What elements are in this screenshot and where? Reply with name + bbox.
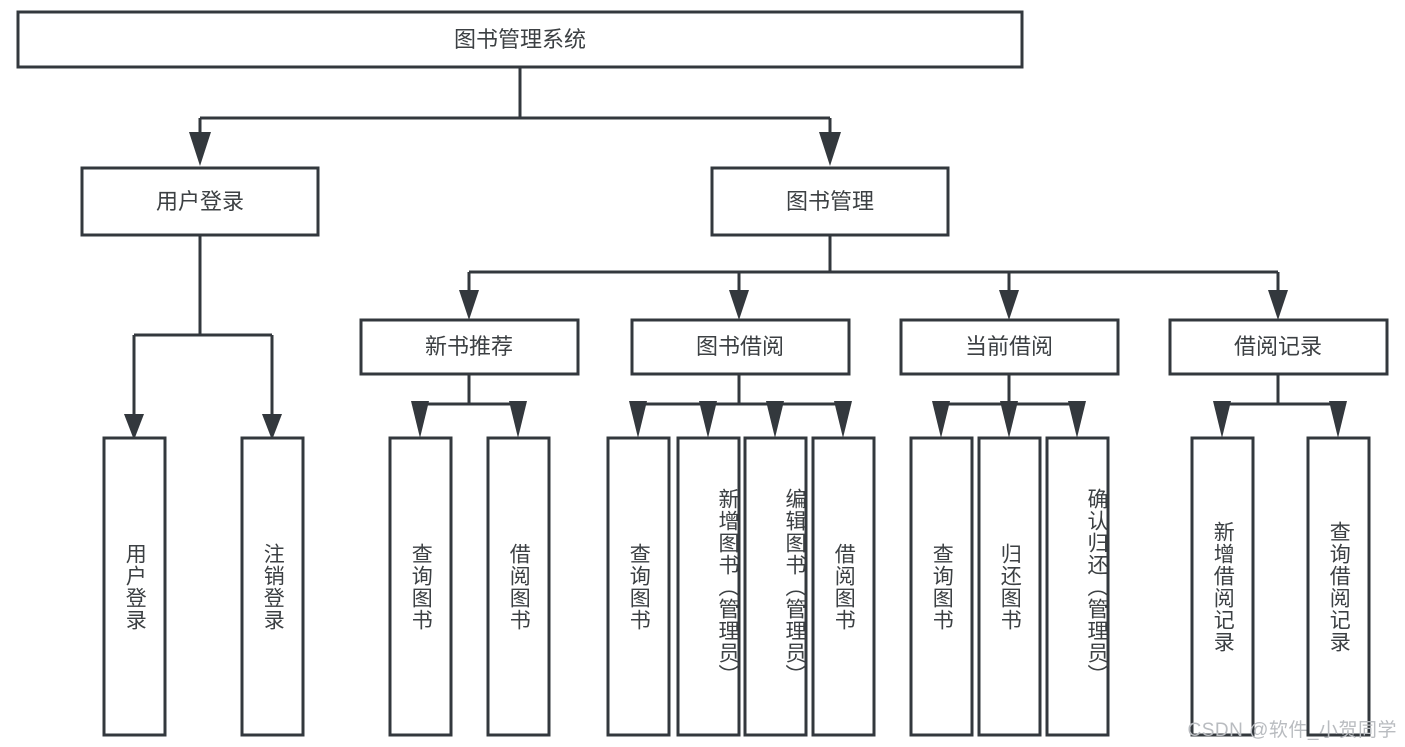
node-borrow-record-box[interactable] <box>1168 318 1389 376</box>
leaf-box-layer <box>102 436 1371 737</box>
arrowhead-leaf-br-query <box>1329 401 1347 438</box>
node-book-borrow[interactable]: 图书借阅 <box>630 318 851 376</box>
arrowhead-leaf-user-login <box>124 414 144 440</box>
arrowhead-leaf-rec-borrow <box>509 401 527 438</box>
arrowhead-current-borrow <box>999 290 1019 320</box>
leaf-cb-confirm-box[interactable] <box>1045 436 1110 737</box>
leaf-cb-query-box[interactable] <box>909 436 974 737</box>
arrowhead-book-manage <box>819 132 841 166</box>
arrowhead-leaf-bb-query <box>629 401 647 438</box>
arrowhead-leaf-bb-edit <box>766 401 784 438</box>
leaf-br-add-box[interactable] <box>1190 436 1255 737</box>
node-new-book-rec-box[interactable] <box>359 318 580 376</box>
arrowhead-leaf-cb-return <box>1000 401 1018 438</box>
leaf-bb-borrow-box[interactable] <box>811 436 876 737</box>
node-new-book-rec[interactable]: 新书推荐 <box>359 318 580 376</box>
node-root-box[interactable] <box>16 10 1024 69</box>
arrowhead-leaf-rec-query <box>411 401 429 438</box>
arrowhead-user-login <box>189 132 211 166</box>
node-book-manage-box[interactable] <box>710 166 950 237</box>
arrowhead-leaf-cb-confirm <box>1068 401 1086 438</box>
leaf-user-login-box[interactable] <box>102 436 167 737</box>
node-root[interactable]: 图书管理系统 <box>16 10 1024 69</box>
node-book-borrow-label: 图书借阅 <box>696 334 784 359</box>
arrowhead-layer <box>124 132 1347 440</box>
arrowhead-book-borrow <box>729 290 749 320</box>
node-current-borrow-box[interactable] <box>899 318 1120 376</box>
leaf-bb-query-box[interactable] <box>606 436 671 737</box>
csdn-watermark: CSDN @软件_小贺同学 <box>1187 720 1397 741</box>
node-borrow-record-label: 借阅记录 <box>1234 334 1322 359</box>
node-current-borrow[interactable]: 当前借阅 <box>899 318 1120 376</box>
node-user-login-label: 用户登录 <box>156 189 244 214</box>
arrowhead-new-book-rec <box>459 290 479 320</box>
leaf-br-query-box[interactable] <box>1306 436 1371 737</box>
arrowhead-borrow-record <box>1268 290 1288 320</box>
node-user-login-box[interactable] <box>80 166 320 237</box>
node-book-manage-label: 图书管理 <box>786 189 874 214</box>
arrowhead-leaf-cb-query <box>932 401 950 438</box>
node-borrow-record[interactable]: 借阅记录 <box>1168 318 1389 376</box>
arrowhead-leaf-logout <box>262 414 282 440</box>
leaf-logout-box[interactable] <box>240 436 305 737</box>
node-new-book-rec-label: 新书推荐 <box>425 334 513 359</box>
node-user-login[interactable]: 用户登录 <box>80 166 320 237</box>
node-root-label: 图书管理系统 <box>454 27 586 52</box>
arrowhead-leaf-bb-borrow <box>834 401 852 438</box>
leaf-rec-borrow-box[interactable] <box>486 436 551 737</box>
leaf-bb-edit-box[interactable] <box>743 436 808 737</box>
leaf-bb-add-box[interactable] <box>676 436 741 737</box>
node-current-borrow-label: 当前借阅 <box>965 334 1053 359</box>
leaf-cb-return-box[interactable] <box>977 436 1042 737</box>
arrowhead-leaf-bb-add <box>699 401 717 438</box>
arrowhead-leaf-br-add <box>1213 401 1231 438</box>
leaf-rec-query-box[interactable] <box>388 436 453 737</box>
node-book-manage[interactable]: 图书管理 <box>710 166 950 237</box>
node-book-borrow-box[interactable] <box>630 318 851 376</box>
